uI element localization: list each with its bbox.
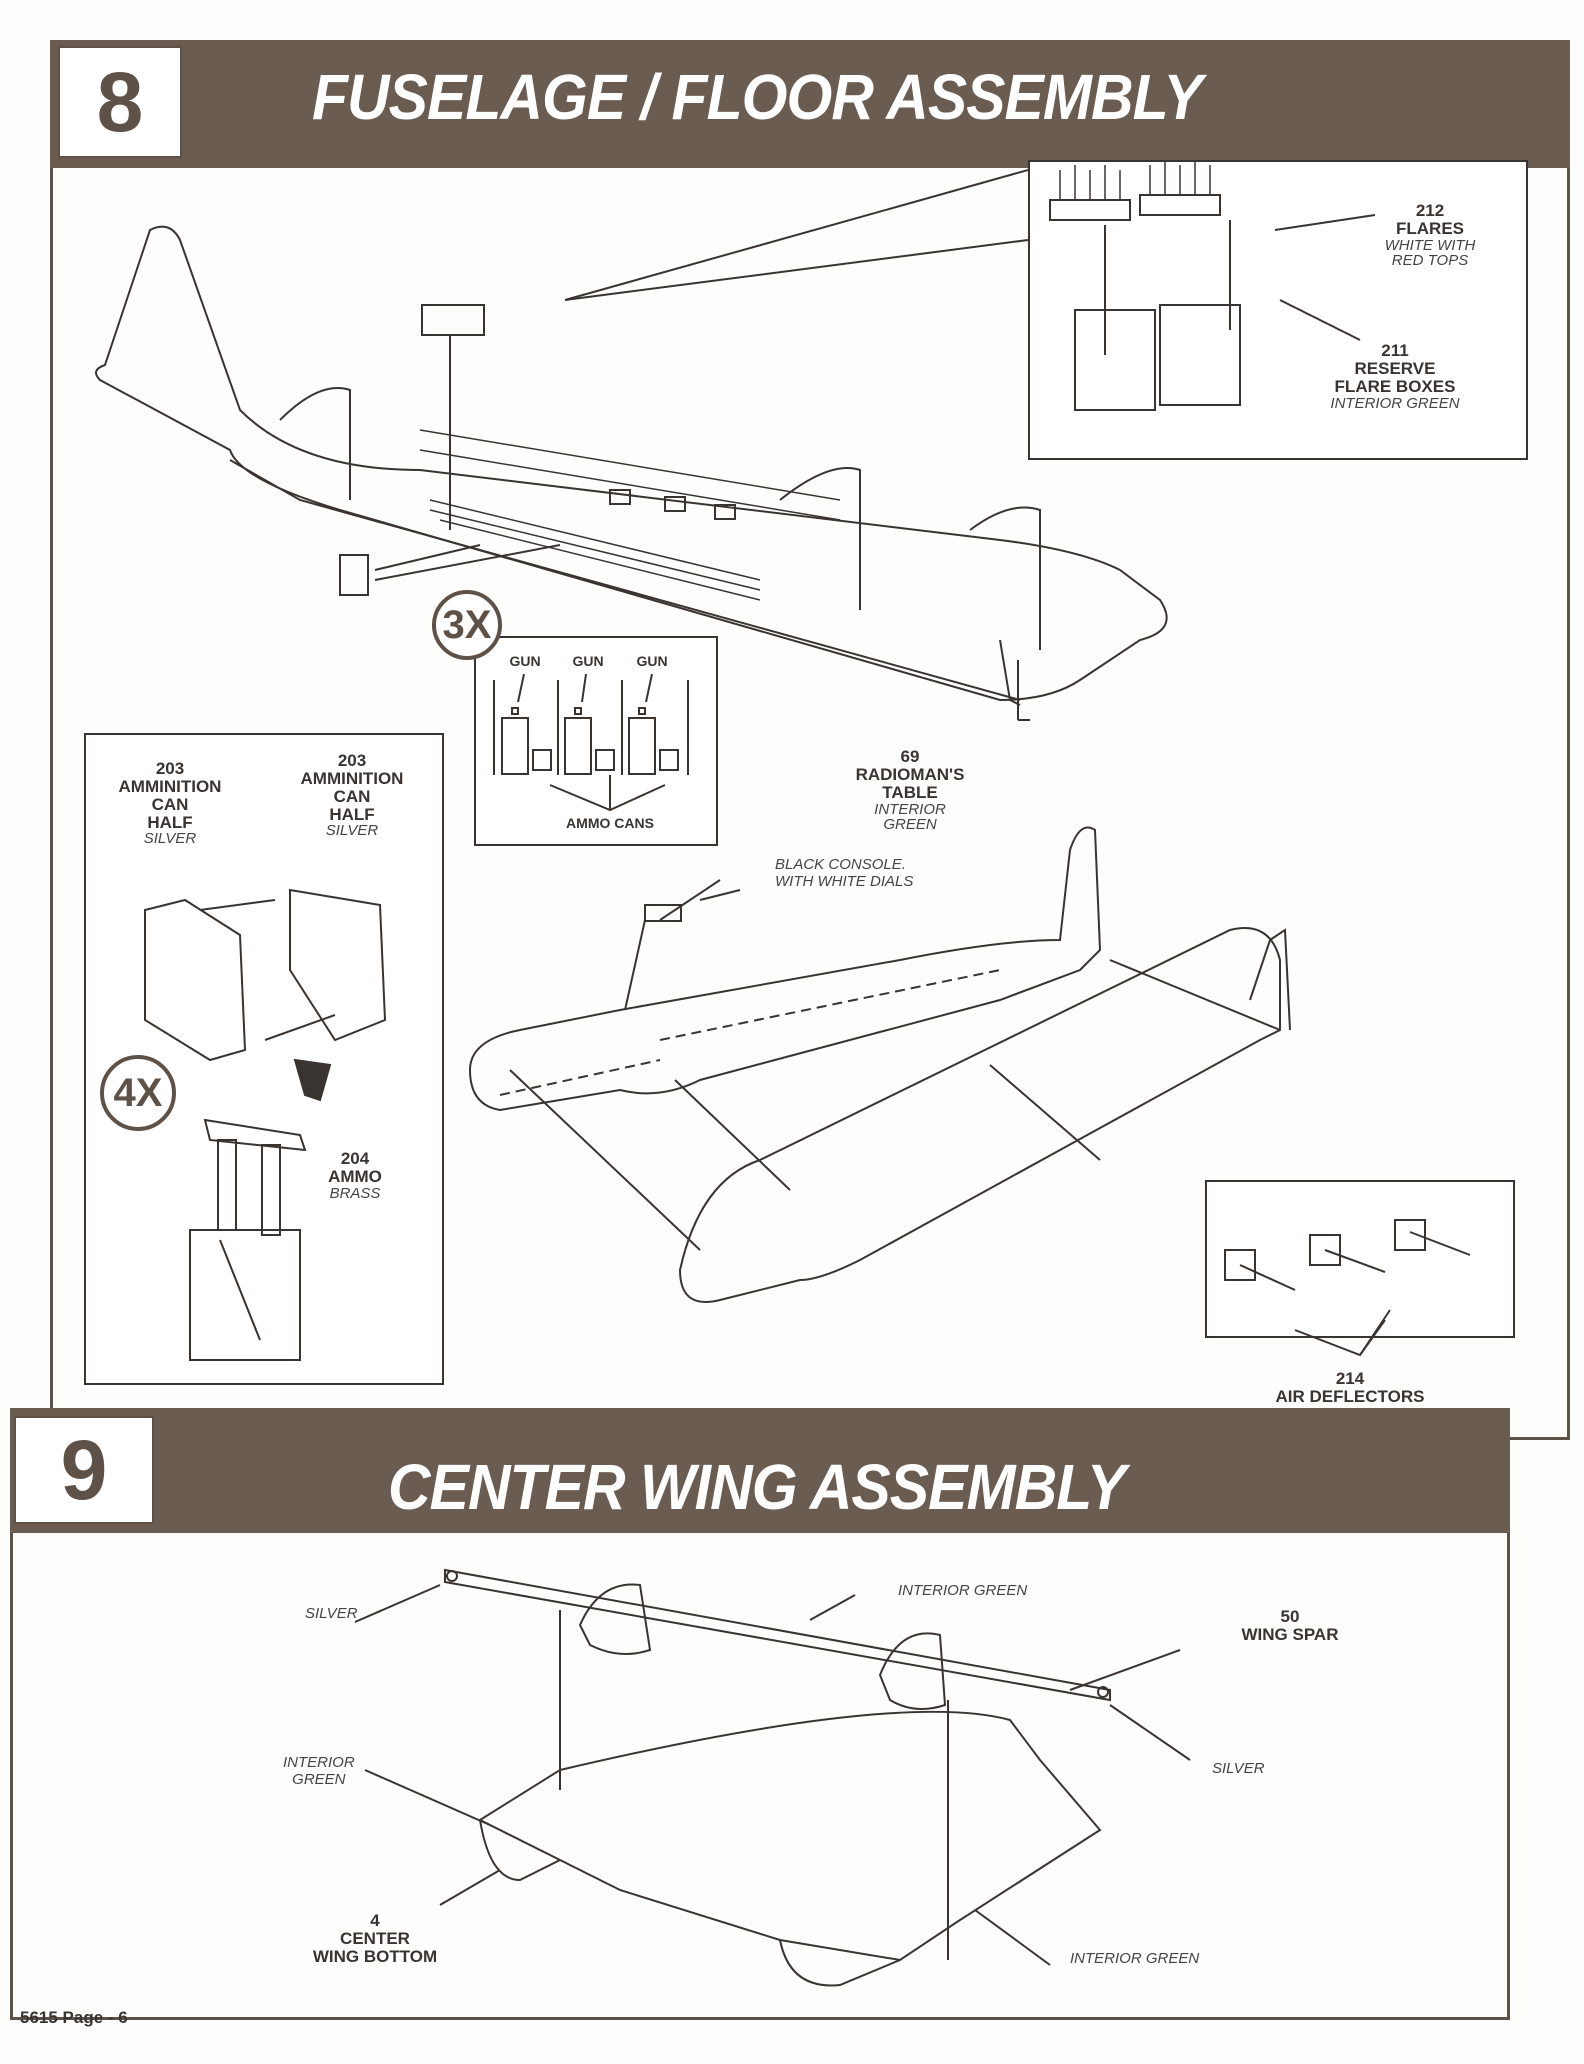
callout-214-air-deflectors: 214 AIR DEFLECTORS (1270, 1370, 1430, 1406)
part-name: FLARES (1396, 218, 1464, 238)
callout-204-ammo: 204 AMMO BRASS (310, 1150, 400, 1201)
paint-color: SILVER (325, 822, 379, 840)
paint-color: WHITE WITH RED TOPS (1384, 236, 1476, 270)
console-note-line: WITH WHITE DIALS (775, 873, 914, 891)
callout-4-center-wing-bottom: 4 CENTER WING BOTTOM (310, 1912, 440, 1966)
callout-203-ammo-can-half-left: 203 AMMINITION CAN HALF SILVER (100, 760, 240, 847)
part-name: AMMO (328, 1166, 382, 1186)
paint-color: BRASS (329, 1184, 381, 1202)
callout-interior-green-bottom: INTERIOR GREEN (1070, 1950, 1200, 1967)
callout-interior-green-top: INTERIOR GREEN (898, 1582, 1028, 1599)
callout-212-flares: 212 FLARES WHITE WITH RED TOPS (1375, 202, 1485, 269)
part-name: CAN (151, 794, 189, 814)
part-name: WING SPAR (1241, 1624, 1339, 1644)
part-number: 211 (1381, 341, 1409, 360)
paint-color: INTERIOR GREEN (1330, 394, 1460, 412)
step-8-banner (50, 40, 1570, 168)
callout-console-note: BLACK CONSOLE. WITH WHITE DIALS (775, 856, 913, 891)
ammo-can-detail-inset (84, 733, 444, 1385)
callout-interior-green-left: INTERIOR GREEN (283, 1754, 355, 1789)
callout-211-flare-boxes: 211 RESERVE FLARE BOXES INTERIOR GREEN (1320, 342, 1470, 411)
part-number: 212 (1415, 201, 1445, 220)
part-name: FLARE BOXES (1334, 376, 1456, 396)
center-wing-art (354, 1568, 1191, 1987)
paint-line: GREEN (292, 1771, 346, 1789)
multiplier-4x-badge: 4X (100, 1055, 176, 1131)
gun-label: GUN (509, 653, 541, 669)
paint-color: INTERIOR GREEN (874, 800, 946, 834)
flare-art (1049, 160, 1376, 411)
gun-label: GUN (636, 653, 668, 669)
part-name: TABLE (882, 782, 938, 802)
step-8-number: 8 (58, 46, 182, 158)
gun-label: GUN (572, 653, 604, 669)
gun-layout-inset (474, 636, 718, 846)
air-deflector-art (1224, 1219, 1471, 1357)
page-footer: 5615 Page - 6 (20, 2008, 128, 2027)
part-number: 50 (1280, 1607, 1300, 1626)
part-name: RESERVE (1354, 358, 1436, 378)
part-number: 204 (340, 1149, 370, 1168)
step-9-title: CENTER WING ASSEMBLY (388, 1451, 1126, 1523)
part-name: CAN (333, 786, 371, 806)
multiplier-3x-badge: 3X (432, 590, 502, 660)
callout-203-ammo-can-half-right: 203 AMMINITION CAN HALF SILVER (282, 752, 422, 839)
callout-silver-left: SILVER (305, 1605, 358, 1622)
callout-50-wing-spar: 50 WING SPAR (1230, 1608, 1350, 1644)
part-number: 203 (337, 751, 367, 770)
step-9-number: 9 (14, 1416, 154, 1524)
callout-69-radioman-table: 69 RADIOMAN'S TABLE INTERIOR GREEN (850, 748, 970, 833)
part-name: AIR DEFLECTORS (1275, 1386, 1425, 1406)
part-number: 203 (155, 759, 185, 778)
part-number: 69 (900, 747, 920, 766)
fuselage-halves-art (468, 826, 1291, 1303)
cutaway-fuselage (95, 169, 1168, 721)
ammo-cans-caption: AMMO CANS (566, 815, 654, 831)
part-name: HALF (329, 804, 375, 824)
part-name: RADIOMAN'S (855, 764, 965, 784)
part-name: HALF (147, 812, 193, 832)
console-note-line: BLACK CONSOLE. (775, 856, 906, 873)
callout-silver-right: SILVER (1212, 1760, 1265, 1777)
part-number: 214 (1335, 1369, 1365, 1388)
ammo-can-art (144, 888, 387, 1361)
step-9-banner (10, 1408, 1510, 1533)
air-deflector-inset (1205, 1180, 1515, 1338)
gun-layout-art (493, 673, 689, 812)
part-name: AMMINITION (300, 768, 404, 788)
part-name: CENTER (340, 1928, 410, 1948)
part-name: AMMINITION (118, 776, 222, 796)
part-name: WING BOTTOM (312, 1946, 438, 1966)
part-number: 4 (370, 1911, 380, 1930)
step-8-title: FUSELAGE / FLOOR ASSEMBLY (312, 61, 1203, 133)
paint-line: INTERIOR (283, 1754, 355, 1771)
paint-color: SILVER (143, 830, 197, 848)
